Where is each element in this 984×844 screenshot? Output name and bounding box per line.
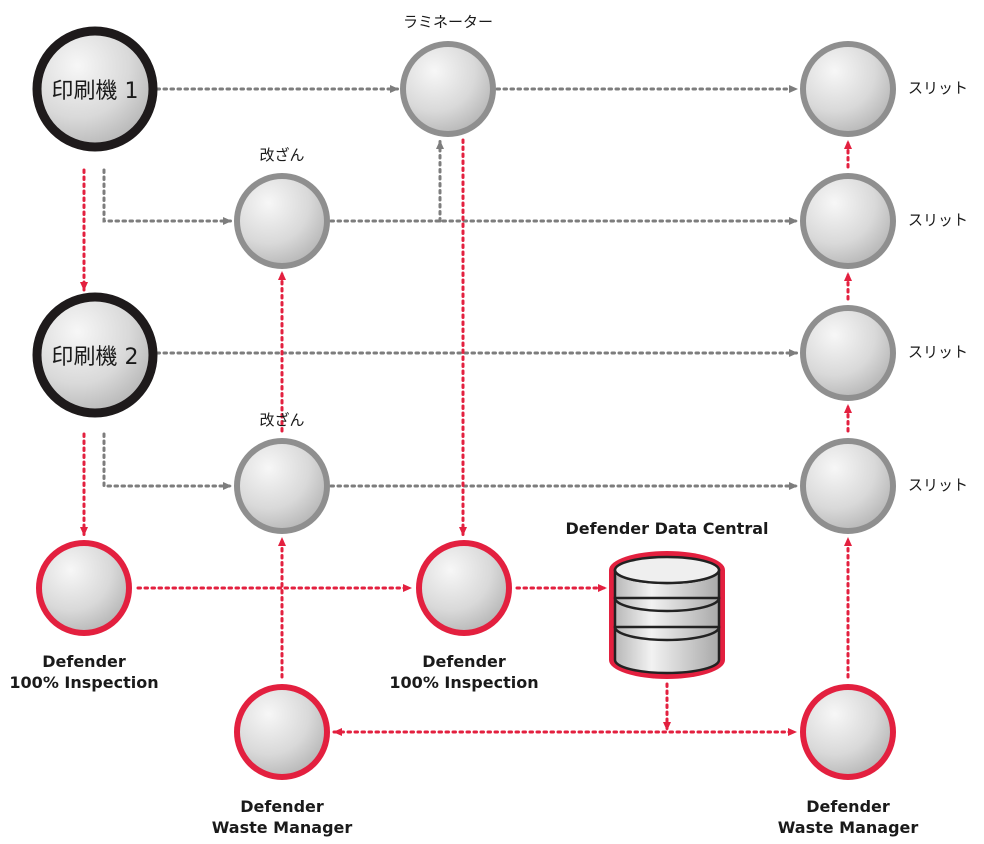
- inspect2-line2: 100% Inspection: [389, 673, 539, 692]
- waste2-line1: Defender: [806, 797, 890, 816]
- waste2-label: Defender Waste Manager: [778, 796, 919, 838]
- slit1-node: [800, 41, 896, 137]
- slit2-label: スリット: [908, 211, 969, 229]
- database-icon: [609, 551, 725, 679]
- waste1-line2: Waste Manager: [211, 818, 353, 837]
- waste1-label: Defender Waste Manager: [212, 796, 353, 838]
- inspect1-node: [36, 540, 132, 636]
- database-band: [613, 597, 721, 613]
- edge-press1-tamper1: [102, 168, 233, 225]
- slit3-node: [800, 305, 896, 401]
- slit2-node: [800, 173, 896, 269]
- edge-press2-tamper2: [102, 432, 233, 490]
- press1-node: [32, 26, 158, 152]
- press2-node: [32, 292, 158, 418]
- tamper1-label: 改ざん: [259, 146, 305, 164]
- database-segment: [613, 625, 721, 675]
- waste1-node: [234, 684, 330, 780]
- inspect2-node: [416, 540, 512, 636]
- tamper2-node: [234, 438, 330, 534]
- press1-label: 印刷機 1: [51, 79, 139, 104]
- press2-label: 印刷機 2: [51, 345, 139, 370]
- inspect1-line2: 100% Inspection: [9, 673, 159, 692]
- slit4-label: スリット: [908, 476, 969, 494]
- tamper1-node: [234, 173, 330, 269]
- inspect1-label: Defender 100% Inspection: [9, 651, 158, 693]
- waste2-node: [800, 684, 896, 780]
- waste1-line1: Defender: [240, 797, 324, 816]
- waste2-line2: Waste Manager: [777, 818, 919, 837]
- datacentral-label: Defender Data Central: [565, 519, 769, 538]
- slit4-node: [800, 438, 896, 534]
- database-top: [613, 555, 721, 585]
- laminator-label: ラミネーター: [402, 13, 494, 31]
- tamper2-label: 改ざん: [259, 411, 305, 429]
- inspect2-label: Defender 100% Inspection: [389, 651, 538, 693]
- laminator-node: [400, 41, 496, 137]
- slit3-label: スリット: [908, 343, 969, 361]
- slit1-label: スリット: [908, 79, 969, 97]
- inspect2-line1: Defender: [422, 652, 506, 671]
- database-band: [613, 626, 721, 642]
- inspect1-line1: Defender: [42, 652, 126, 671]
